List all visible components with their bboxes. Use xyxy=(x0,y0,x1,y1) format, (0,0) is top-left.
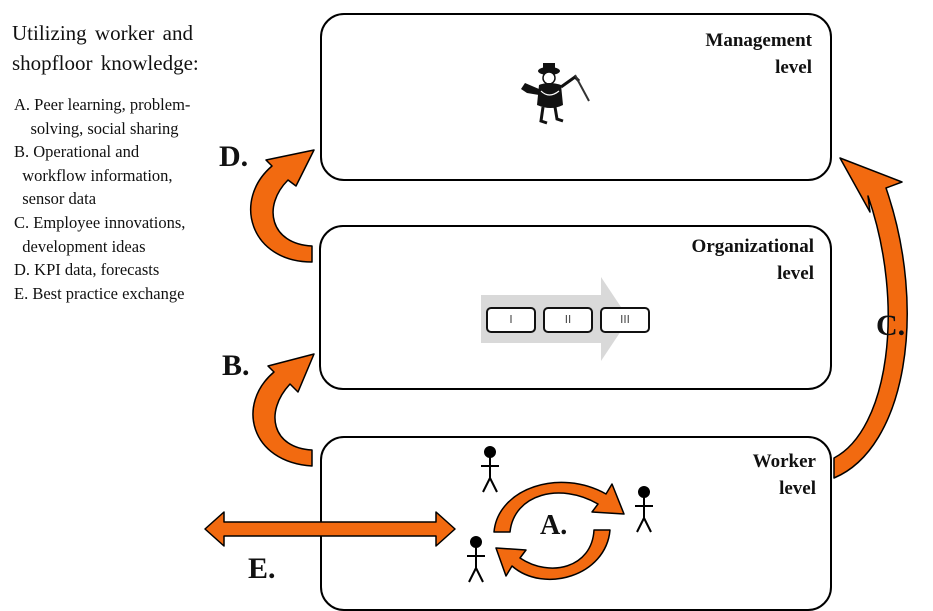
process-step-3: III xyxy=(600,307,650,333)
level-title-line: level xyxy=(777,263,814,284)
legend-item: sensor data xyxy=(14,189,97,209)
intro-line-1: Utilizing worker and xyxy=(12,21,193,45)
level-title-line: Management xyxy=(705,30,812,51)
organizational-level-title: Organizational level xyxy=(692,233,814,287)
legend-item: A. Peer learning, problem- xyxy=(14,95,191,114)
legend-item: D. KPI data, forecasts xyxy=(14,260,160,280)
level-title-line: Organizational xyxy=(691,236,814,257)
flow-label-c: C. xyxy=(876,309,906,342)
management-level-box: Management level xyxy=(320,13,832,181)
flow-label-d: D. xyxy=(219,140,249,173)
level-title-line: level xyxy=(775,57,812,78)
intro-text: Utilizing worker and shopfloor knowledge… xyxy=(12,18,199,78)
flow-arrow-b xyxy=(252,353,315,467)
legend-item: E. Best practice exchange xyxy=(14,283,185,303)
flow-cycle-a xyxy=(493,481,625,581)
stick-figure-icon xyxy=(481,446,499,493)
worker-level-title: Worker level xyxy=(753,448,816,502)
level-title-line: Worker xyxy=(752,451,816,472)
process-step-1: I xyxy=(486,307,536,333)
legend-item: workflow information, xyxy=(14,165,173,185)
tycoon-figure-icon xyxy=(521,63,590,125)
legend-item: development ideas xyxy=(14,236,146,256)
legend-item: solving, social sharing xyxy=(14,118,179,138)
level-title-line: level xyxy=(779,478,816,499)
flow-arrow-c xyxy=(833,157,908,479)
legend-item: B. Operational and xyxy=(14,142,140,162)
management-level-title: Management level xyxy=(705,27,812,81)
stick-figure-icon xyxy=(635,486,653,533)
process-step-2: II xyxy=(543,307,593,333)
flow-label-e: E. xyxy=(248,552,276,585)
flow-arrows-layer xyxy=(204,149,908,583)
flow-arrow-e xyxy=(204,511,456,547)
intro-line-2: shopfloor knowledge: xyxy=(12,51,199,75)
legend-item: C. Employee innovations, xyxy=(14,212,186,232)
flow-legend: A. Peer learning, problem- solving, soci… xyxy=(14,93,190,305)
flow-arrow-d xyxy=(249,149,315,263)
stick-figure-icon xyxy=(467,536,485,583)
organizational-level-box: Organizational level I II III xyxy=(319,225,832,390)
flow-label-b: B. xyxy=(222,349,250,382)
flow-label-a: A. xyxy=(540,510,568,541)
